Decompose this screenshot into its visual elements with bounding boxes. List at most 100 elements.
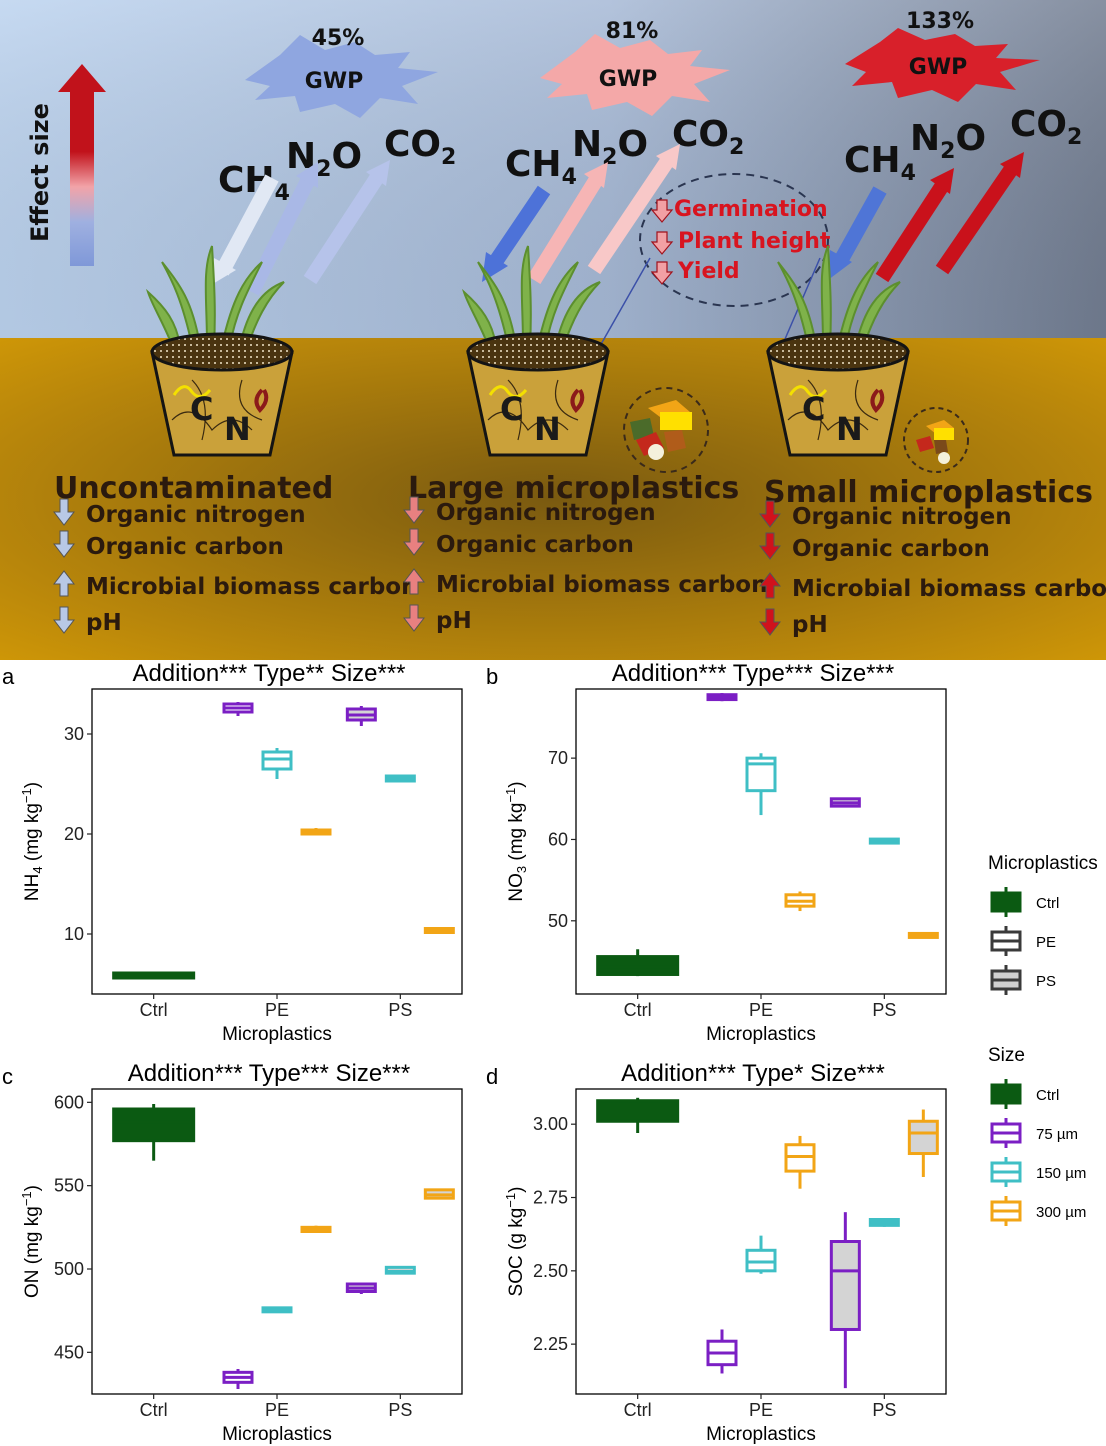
svg-text:CH4: CH4 [505,144,577,190]
gas-labels-large: CH4 N2O CO2 [505,114,744,190]
y-tick-label: 550 [54,1176,84,1196]
gwp-percent: 45% [312,26,365,51]
box-PE-300m [300,828,332,836]
box-Ctrl-Ctrl [596,949,680,977]
box-PS-300m [907,931,939,939]
pot-large: C N [461,245,610,457]
legend-title-microplastics: Microplastics [988,853,1098,874]
box-PS-300m [423,927,455,934]
box-PS-300m [423,1188,455,1200]
box-Ctrl-Ctrl [112,971,196,980]
svg-text:N: N [224,410,251,448]
gwp-burst-uncontaminated: 45% GWP [245,26,438,118]
panel-letter: d [486,1064,498,1089]
y-tick-label: 70 [548,748,568,768]
list-item-label: Microbial biomass carbon [86,574,417,600]
legend-label: PS [1036,973,1056,990]
svg-text:N: N [534,410,561,448]
box-PE-150m [745,1235,777,1274]
svg-text:N2O: N2O [572,124,648,170]
y-tick-label: 50 [548,911,568,931]
up-arrow-icon [758,572,782,599]
y-tick-label: 600 [54,1092,84,1112]
plant-effects-callout: Germination Plant height Yield [599,173,831,347]
box-Ctrl-Ctrl [112,1104,196,1161]
legend-key-size [990,1079,1022,1109]
y-tick-label: 2.75 [533,1188,568,1208]
plot-area [91,688,463,995]
list-item-label: Organic nitrogen [436,500,656,526]
small-microplastic-fragments [903,407,969,473]
x-tick-label: PE [265,1000,289,1020]
legend-label: 300 µm [1036,1204,1086,1221]
x-tick-label: PE [749,1400,773,1420]
x-axis-title: Microplastics [706,1424,816,1445]
y-tick-label: 500 [54,1259,84,1279]
legend-label: 75 µm [1036,1126,1078,1143]
y-axis-title: SOC (g kg−1) [503,1187,527,1297]
y-tick-label: 10 [64,924,84,944]
svg-text:N2O: N2O [286,136,362,182]
flux-arrows-small [828,152,1024,283]
box-iqr [829,1240,861,1331]
down-arrow-icon [52,498,76,526]
down-arrow-icon [758,608,782,636]
gwp-burst-large: 81% GWP [540,19,730,116]
y-tick-label: 60 [548,829,568,849]
box-PE-300m [784,891,816,912]
gas-labels-small: CH4 N2O CO2 [844,104,1082,186]
effect-yield: Yield [677,259,740,284]
list-item-label: pH [86,610,122,636]
legend-label: PE [1036,934,1056,951]
svg-text:CO2: CO2 [384,124,456,170]
y-tick-label: 450 [54,1342,84,1362]
x-tick-label: PS [872,1400,896,1420]
effect-germination: Germination [674,197,828,222]
legend-key-pe [990,926,1022,956]
column-title-small: Small microplastics [764,475,1093,510]
plot-title: Addition*** Type*** Size*** [128,1060,410,1087]
box-PS-75m [345,1282,377,1294]
pot-uncontaminated: C N [145,245,294,457]
gwp-label: GWP [909,55,967,80]
list-item-label: Organic carbon [436,532,634,558]
box-PE-300m [784,1135,816,1189]
legend-key-size [990,1157,1022,1187]
large-microplastic-fragments [623,387,709,473]
down-arrow-icon [758,500,782,528]
box-iqr [907,1119,939,1156]
y-axis-title: NH4 (mg kg−1) [19,782,45,901]
box-PE-75m [222,1369,254,1389]
box-PE-75m [222,702,254,716]
x-tick-label: Ctrl [140,1400,168,1420]
x-tick-label: Ctrl [140,1000,168,1020]
list-item-label: pH [436,608,472,634]
down-arrow-icon [402,496,426,524]
list-item-label: Organic nitrogen [792,504,1012,530]
y-tick-label: 2.50 [533,1261,568,1281]
gwp-label: GWP [599,67,657,92]
effect-plant-height: Plant height [678,229,831,254]
y-axis-title: NO3 (mg kg−1) [503,781,529,901]
legend-key-size [990,1196,1022,1226]
x-tick-label: PE [749,1000,773,1020]
x-axis-title: Microplastics [706,1024,816,1045]
box-PE-75m [706,1329,738,1374]
box-PS-75m [345,706,377,726]
gwp-percent: 133% [906,9,974,34]
box-Ctrl-Ctrl [596,1097,680,1133]
plot-title: Addition*** Type*** Size*** [612,660,894,687]
box-PS-75m [829,1212,861,1389]
svg-text:CO2: CO2 [1010,104,1082,150]
effect-size-label: Effect size [26,103,54,242]
box-PE-150m [261,748,293,779]
legend-label: Ctrl [1036,895,1059,912]
list-item-label: Organic carbon [86,534,284,560]
box-PS-75m [829,797,861,808]
svg-text:N2O: N2O [910,118,986,164]
column-title-large: Large microplastics [408,471,739,506]
conceptual-banner: Effect size 45% GWP 81% GWP 133% GWP CH4… [0,0,1106,660]
